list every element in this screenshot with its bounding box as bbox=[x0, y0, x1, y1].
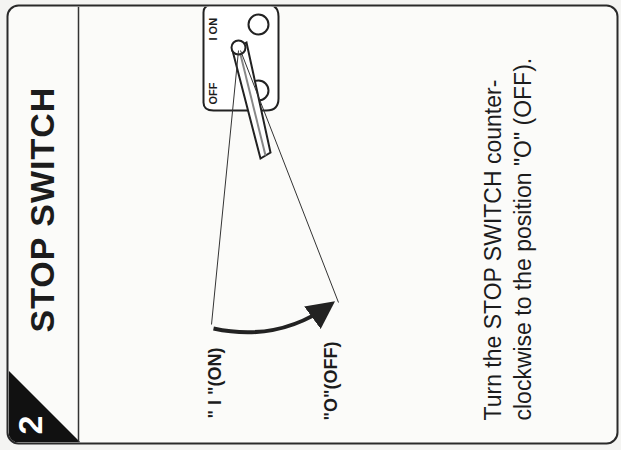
on-position-label: " I "(ON) bbox=[204, 347, 225, 418]
off-marking: OFF bbox=[206, 82, 218, 104]
instruction-card: STOP SWITCH 2 OFF I ON " I "(ON) "O"(OFF) Turn… bbox=[6, 4, 618, 444]
step-number: 2 bbox=[10, 415, 49, 434]
card-title: STOP SWITCH bbox=[22, 86, 61, 332]
on-marking: I ON bbox=[206, 17, 218, 40]
instruction-text: Turn the STOP SWITCH counter-clockwise t… bbox=[478, 20, 538, 420]
off-position-label: "O"(OFF) bbox=[320, 341, 341, 420]
